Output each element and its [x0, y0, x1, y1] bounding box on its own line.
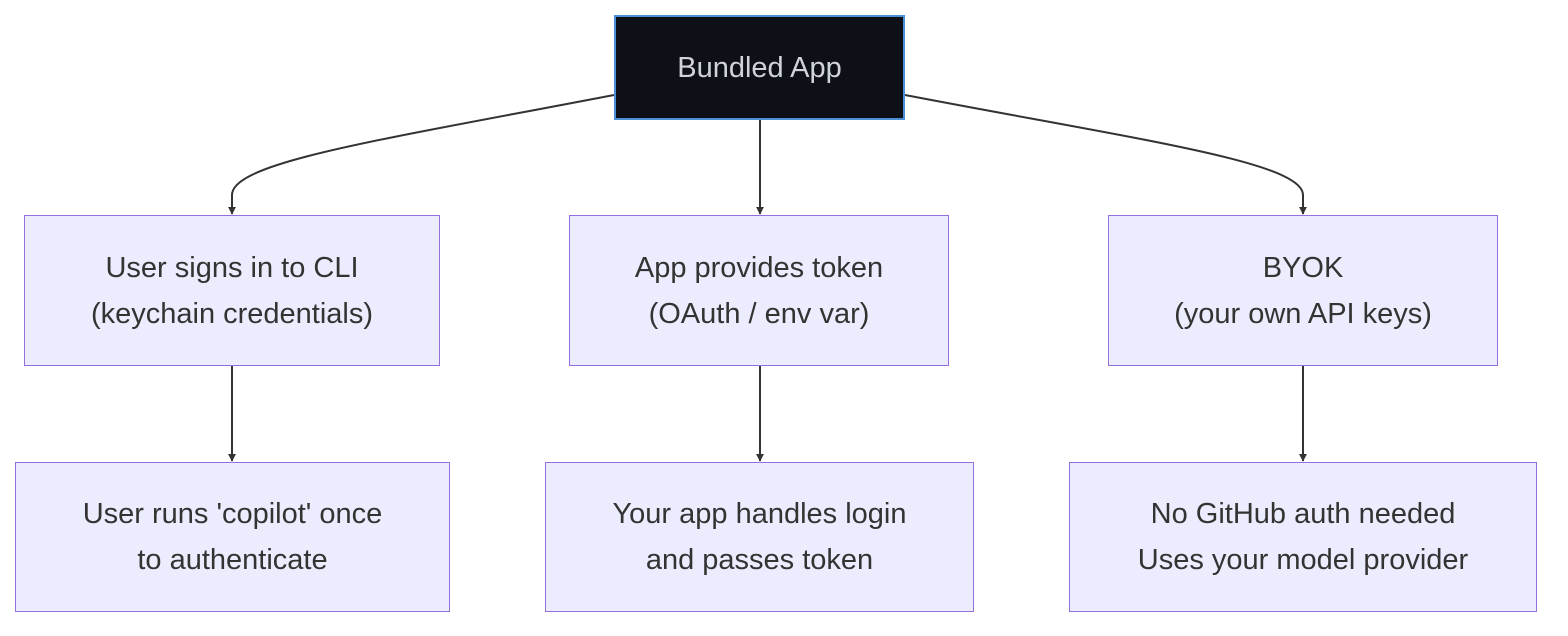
node-bundled-app-line-1: Bundled App [677, 51, 842, 84]
node-cli-signin-line-2: (keychain credentials) [90, 297, 374, 330]
node-app-token-line-1: App provides token [634, 251, 884, 284]
node-no-auth-line-2: Uses your model provider [1137, 544, 1469, 576]
node-app-token-line-2: (OAuth / env var) [648, 297, 870, 330]
node-no-auth: No GitHub auth needed Uses your model pr… [1069, 462, 1537, 612]
node-app-login-line-1: Your app handles login [612, 498, 907, 530]
node-app-login: Your app handles login and passes token [545, 462, 974, 612]
edge-bundled-app-to-cli-signin [228, 94, 615, 215]
node-bundled-app: Bundled App [614, 15, 905, 120]
node-app-login-line-2: and passes token [645, 544, 874, 576]
node-byok-line-1: BYOK [1262, 251, 1344, 284]
node-cli-signin-line-1: User signs in to CLI [105, 251, 359, 284]
node-copilot-once: User runs 'copilot' once to authenticate [15, 462, 450, 612]
node-copilot-once-line-1: User runs 'copilot' once [82, 498, 383, 530]
node-byok: BYOK (your own API keys) [1108, 215, 1498, 366]
node-cli-signin: User signs in to CLI (keychain credentia… [24, 215, 440, 366]
edge-bundled-app-to-byok [904, 94, 1307, 215]
node-byok-line-2: (your own API keys) [1174, 297, 1432, 330]
node-no-auth-line-1: No GitHub auth needed [1150, 498, 1456, 530]
node-copilot-once-line-2: to authenticate [137, 544, 328, 576]
node-app-token: App provides token (OAuth / env var) [569, 215, 949, 366]
